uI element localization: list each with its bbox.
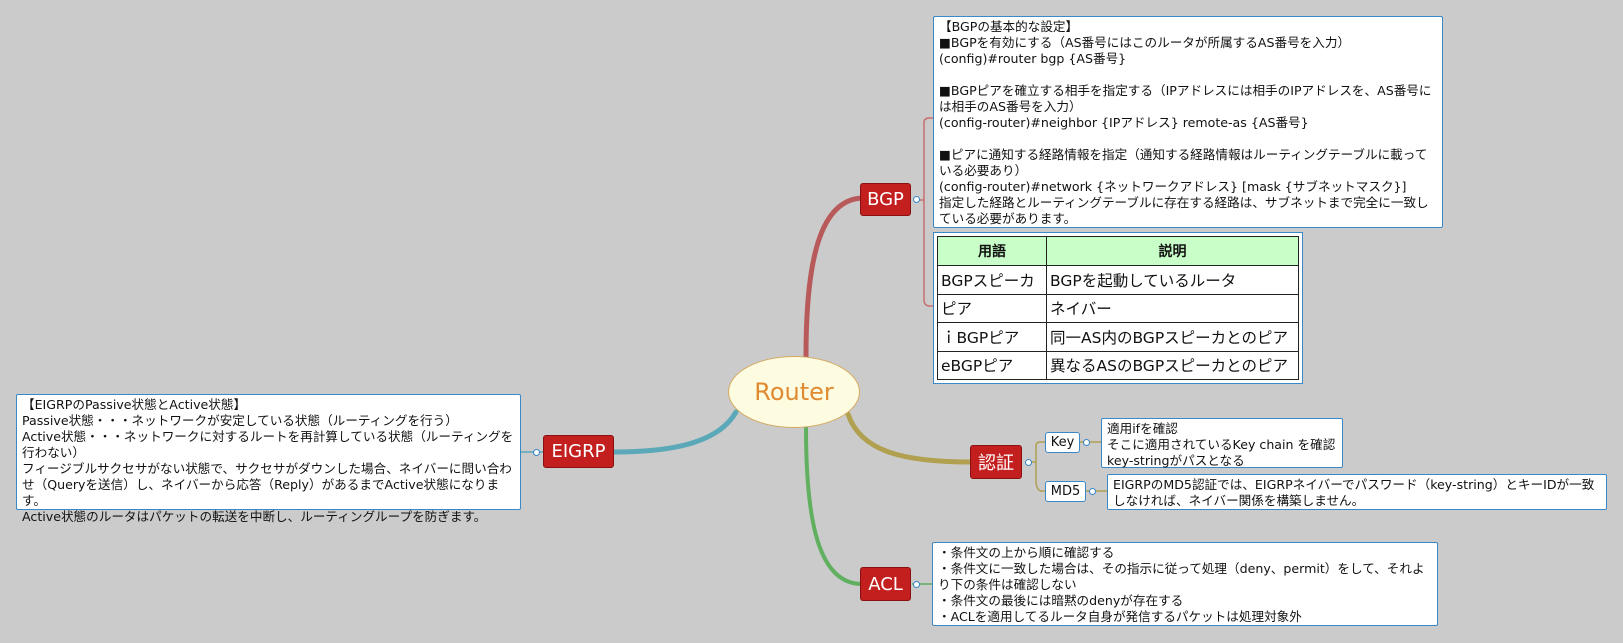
bgp-note-line: ■BGPピアを確立する相手を指定する（IPアドレスには相手のIPアドレスを、AS… [939,83,1432,114]
table-row: eBGPピア 異なるASのBGPスピーカとのピア [937,350,1299,380]
md5-collapse-dot[interactable] [1089,488,1096,495]
acl-link [804,426,864,586]
bgp-link [803,195,865,359]
root-node[interactable]: Router [728,356,860,428]
acl-note-line: ・条件文の最後には暗黙のdenyが存在する [938,593,1184,608]
key-label: Key [1050,435,1075,450]
auth-topic[interactable]: 認証 [970,445,1022,479]
md5-note-line: EIGRPのMD5認証では、EIGRPネイバーでパスワード（key-string… [1113,477,1595,508]
table-header: 説明 [1046,236,1299,266]
eigrp-link [611,409,739,455]
table-cell: ピア [937,293,1047,323]
eigrp-note: 【EIGRPのPassive状態とActive状態】 Passive状態・・・ネ… [16,394,521,524]
bgp-label: BGP [867,189,904,210]
auth-link [845,411,973,465]
bgp-note-line: ■BGPを有効にする（AS番号にはこのルータが所属するAS番号を入力） [939,35,1351,50]
table-row: ｉBGPピア 同一AS内のBGPスピーカとのピア [937,322,1299,352]
table-row: ピア ネイバー [937,293,1299,323]
table-cell: ｉBGPピア [937,322,1047,352]
table-cell: 同一AS内のBGPスピーカとのピア [1046,322,1299,352]
table-cell: eBGPピア [937,350,1047,380]
bgp-terms-table: 用語 説明 BGPスピーカ BGPを起動しているルータ ピア ネイバー ｉBGP… [933,232,1303,384]
key-node[interactable]: Key [1045,432,1080,453]
eigrp-note-line: 【EIGRPのPassive状態とActive状態】 [22,397,247,412]
key-collapse-dot[interactable] [1083,439,1090,446]
bgp-note-line [939,131,1437,147]
key-note-line: そこに適用されているKey chain を確認 [1107,437,1336,452]
bgp-note-line [939,67,1437,83]
eigrp-topic[interactable]: EIGRP [543,435,614,468]
acl-note-line: ・条件文の上から順に確認する [938,545,1115,560]
table-cell: BGPを起動しているルータ [1046,265,1299,295]
acl-topic[interactable]: ACL [860,567,911,601]
md5-label: MD5 [1050,484,1081,499]
md5-note: EIGRPのMD5認証では、EIGRPネイバーでパスワード（key-string… [1107,474,1607,510]
acl-collapse-dot[interactable] [913,581,920,588]
bgp-collapse-dot[interactable] [913,196,920,203]
eigrp-note-line: Active状態のルータはパケットの転送を中断し、ルーティングループを防ぎます。 [22,509,487,524]
table-header: 用語 [937,236,1047,266]
key-note: 適用ifを確認 そこに適用されているKey chain を確認 key-stri… [1101,418,1343,468]
bgp-note-line: ■ピアに通知する経路情報を指定（通知する経路情報はルーティングテーブルに載ってい… [939,147,1428,178]
bgp-note-line: (config)#router bgp {AS番号} [939,51,1127,66]
auth-collapse-dot[interactable] [1025,459,1032,466]
table-cell: BGPスピーカ [937,265,1047,295]
key-note-line: key-stringがパスとなる [1107,453,1245,468]
acl-note: ・条件文の上から順に確認する ・条件文に一致した場合は、その指示に従って処理（d… [932,542,1438,626]
bgp-bracket [918,117,934,307]
table-cell: ネイバー [1046,293,1299,323]
acl-note-line: ・条件文に一致した場合は、その指示に従って処理（deny、permit）をして、… [938,561,1425,592]
acl-label: ACL [868,573,903,595]
bgp-note-line: 指定した経路とルーティングテーブルに存在する経路は、サブネットまで完全に一致して… [939,195,1429,226]
bgp-note-line: (config-router)#network {ネットワークアドレス} [ma… [939,179,1407,194]
bgp-note-line: (config-router)#neighbor {IPアドレス} remote… [939,115,1309,130]
eigrp-note-line: フィージブルサクセサがない状態で、サクセサがダウンした場合、ネイバーに問い合わせ… [22,461,512,508]
table-cell: 異なるASのBGPスピーカとのピア [1046,350,1299,380]
bgp-topic[interactable]: BGP [860,183,911,216]
key-note-line: 適用ifを確認 [1107,421,1178,436]
acl-note-line: ・ACLを適用してるルータ自身が発信するパケットは処理対象外 [938,609,1302,624]
table-row: BGPスピーカ BGPを起動しているルータ [937,265,1299,295]
bgp-note: 【BGPの基本的な設定】 ■BGPを有効にする（AS番号にはこのルータが所属する… [933,16,1443,228]
eigrp-collapse-dot[interactable] [533,449,540,456]
auth-label: 認証 [978,453,1014,474]
eigrp-note-line: Active状態・・・ネットワークに対するルートを再計算している状態（ルーティン… [22,429,514,460]
bgp-note-line: 【BGPの基本的な設定】 [939,19,1079,34]
eigrp-label: EIGRP [551,441,606,462]
auth-bracket [1028,441,1045,492]
eigrp-note-line: Passive状態・・・ネットワークが安定している状態（ルーティングを行う） [22,413,458,428]
root-label: Router [754,378,834,406]
md5-node[interactable]: MD5 [1045,481,1086,502]
